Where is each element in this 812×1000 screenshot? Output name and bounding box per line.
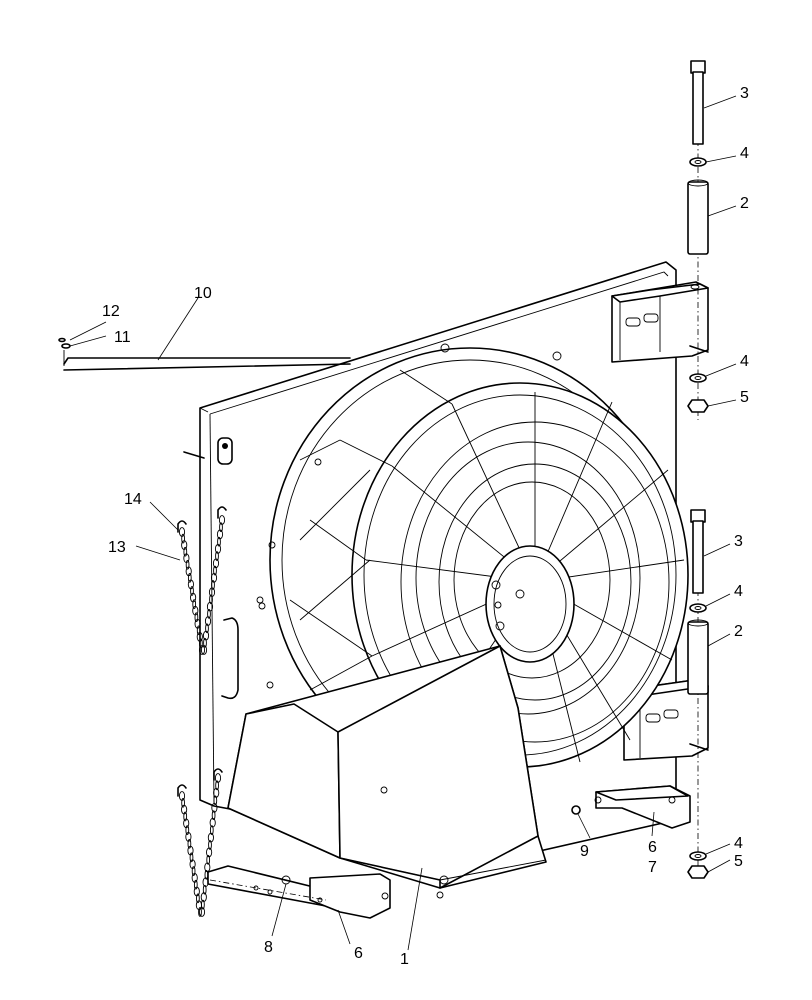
- callout-4-upper-1: 4: [740, 145, 749, 162]
- callout-11: 11: [114, 329, 131, 346]
- chain-link: [198, 907, 206, 917]
- chain-link: [219, 522, 223, 533]
- leader-lines: [69, 95, 737, 951]
- callout-14: 14: [124, 491, 142, 508]
- chain-link: [191, 866, 196, 876]
- chain-link: [190, 586, 194, 596]
- lower-left-mount: [207, 865, 391, 919]
- fan-hub: [485, 545, 575, 663]
- chain-hook: [177, 784, 187, 797]
- chain-link: [215, 551, 219, 561]
- chain-link: [211, 810, 216, 821]
- callout-4-lower-2: 4: [734, 835, 743, 852]
- callout-9: 9: [580, 843, 589, 860]
- callout-labels: 3 4 2 4 5 3 4 2 4 5 6 7 9 1 8 6 10 12 11…: [102, 85, 749, 968]
- callout-2-lower: 2: [734, 623, 743, 640]
- lower-right-mount: [571, 785, 691, 829]
- callout-8: 8: [264, 939, 273, 956]
- chain-link: [194, 612, 199, 623]
- callout-10: 10: [194, 285, 212, 302]
- chain-link: [185, 559, 190, 570]
- chain-link: [213, 795, 218, 806]
- callout-1: 1: [400, 951, 409, 968]
- chain-link: [206, 855, 211, 865]
- upper-bracket: [611, 281, 709, 363]
- chain-left: [177, 506, 227, 917]
- chain-hook: [217, 506, 227, 519]
- chain-link: [201, 899, 205, 910]
- chain-link: [187, 838, 192, 849]
- chain-link: [196, 893, 200, 904]
- chain-link: [200, 645, 208, 655]
- chain-link: [205, 623, 209, 634]
- callout-3-upper: 3: [740, 85, 749, 102]
- chain-link: [198, 907, 202, 917]
- chain-link: [199, 638, 203, 649]
- chain-link: [209, 825, 214, 835]
- chain-link: [185, 825, 190, 835]
- chain-link: [203, 637, 207, 648]
- callout-7: 7: [648, 859, 657, 876]
- chain-link: [181, 533, 185, 544]
- chain-link: [208, 840, 212, 850]
- chain-link: [207, 609, 211, 619]
- chain-link: [181, 797, 185, 808]
- callout-5-lower: 5: [734, 853, 743, 870]
- lower-stack: [687, 509, 709, 879]
- chain-link: [213, 565, 217, 576]
- callout-6-left: 6: [354, 945, 363, 962]
- callout-2-upper: 2: [740, 195, 749, 212]
- callout-6-right: 6: [648, 839, 657, 856]
- callout-12: 12: [102, 303, 120, 320]
- chain-link: [198, 645, 206, 655]
- upper-stack: [687, 60, 709, 420]
- chain-link: [209, 594, 213, 605]
- chain-link: [211, 580, 215, 590]
- chain-link: [193, 879, 198, 890]
- chain-link: [215, 780, 219, 791]
- rod-assembly: [58, 337, 351, 371]
- plate-latch: [183, 437, 233, 465]
- callout-3-lower: 3: [734, 533, 743, 550]
- callout-13: 13: [108, 539, 126, 556]
- callout-4-lower-1: 4: [734, 583, 743, 600]
- shroud-duct: [227, 645, 547, 899]
- side-handle: [221, 617, 239, 700]
- chain-link: [204, 869, 209, 880]
- chain-link: [202, 884, 207, 895]
- callout-4-upper-2: 4: [740, 353, 749, 370]
- chain-link: [183, 546, 188, 557]
- callout-5-upper: 5: [740, 389, 749, 406]
- chain-link: [196, 625, 201, 636]
- chain-hook: [213, 768, 223, 781]
- chain-link: [192, 599, 197, 609]
- chain-link: [189, 852, 194, 863]
- chain-link: [183, 811, 188, 822]
- chain-hook: [177, 520, 187, 533]
- chain-link: [217, 536, 221, 547]
- chain-link: [187, 573, 192, 583]
